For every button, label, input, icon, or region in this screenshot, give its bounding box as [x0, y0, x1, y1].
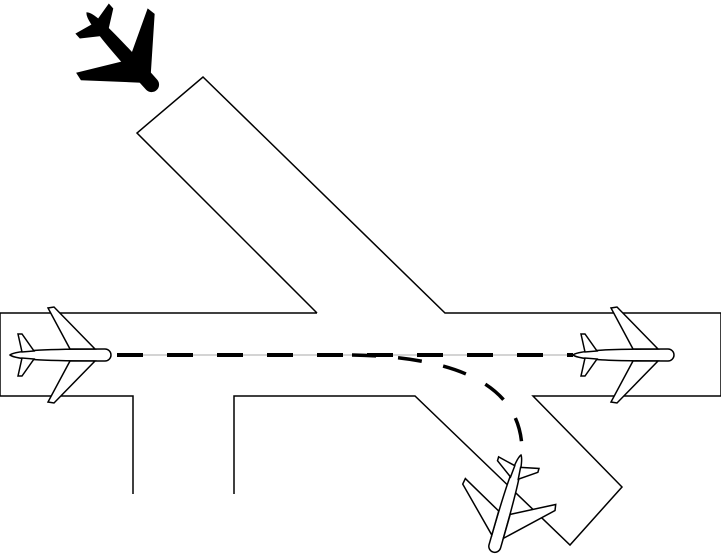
taxi-path-turn [351, 353, 524, 456]
airplane-icon-turning [446, 441, 568, 554]
airplane-icon-left [9, 306, 112, 404]
airplane-icon-approaching [50, 0, 193, 123]
runway-outline [0, 75, 721, 547]
runway-edges [0, 75, 721, 547]
airplane-icon-right [572, 306, 675, 404]
